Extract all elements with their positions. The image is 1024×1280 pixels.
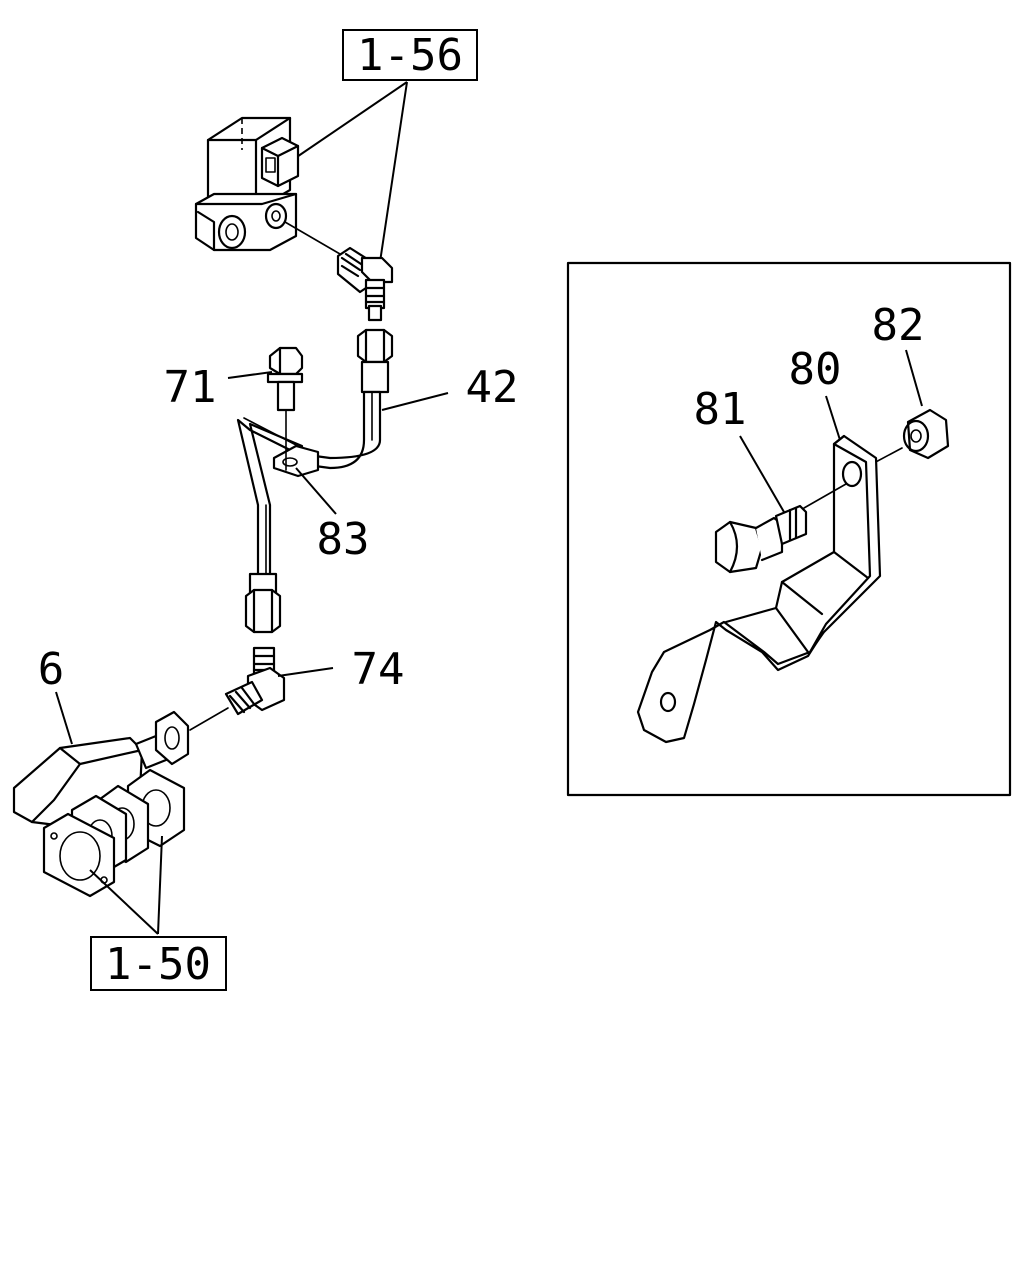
reference-label-1-50: 1-50	[105, 939, 211, 990]
assembly-line-bolt	[803, 483, 847, 509]
leader-1-56-valve	[287, 81, 408, 164]
callout-80: 80	[789, 344, 842, 395]
leader-81	[739, 435, 785, 513]
leader-1-50-a	[89, 869, 159, 935]
leader-74	[277, 667, 334, 677]
valve-elbow-fitting	[336, 246, 394, 322]
reference-box-1-56[interactable]: 1-56	[342, 29, 478, 81]
pipe-assembly	[236, 328, 394, 634]
callout-81: 81	[694, 384, 747, 435]
leader-80	[825, 395, 841, 441]
callout-74: 74	[352, 644, 405, 695]
bolt-71	[266, 346, 304, 471]
assembly-line-valve	[284, 221, 341, 255]
callout-82: 82	[872, 300, 925, 351]
leader-1-56-fitting	[379, 81, 408, 263]
bracket-80	[636, 434, 882, 744]
nut-82	[902, 408, 950, 460]
callout-42: 42	[466, 362, 519, 413]
solenoid-valve	[194, 116, 300, 252]
leader-42	[381, 392, 449, 411]
leader-6	[55, 691, 73, 745]
bolt-81	[714, 504, 808, 574]
reference-label-1-56: 1-56	[357, 30, 463, 81]
assembly-line-elbow	[189, 707, 229, 731]
callout-6: 6	[38, 644, 65, 695]
callout-83: 83	[317, 514, 370, 565]
leader-1-50-b	[157, 835, 163, 935]
leader-82	[905, 349, 923, 407]
elbow-fitting-74	[224, 646, 286, 716]
reference-box-1-50[interactable]: 1-50	[90, 936, 227, 991]
callout-71: 71	[164, 362, 217, 413]
leader-83	[295, 467, 337, 515]
egr-cooler-6	[12, 710, 190, 898]
detail-inset-frame	[566, 261, 1012, 797]
leader-71	[227, 371, 273, 379]
